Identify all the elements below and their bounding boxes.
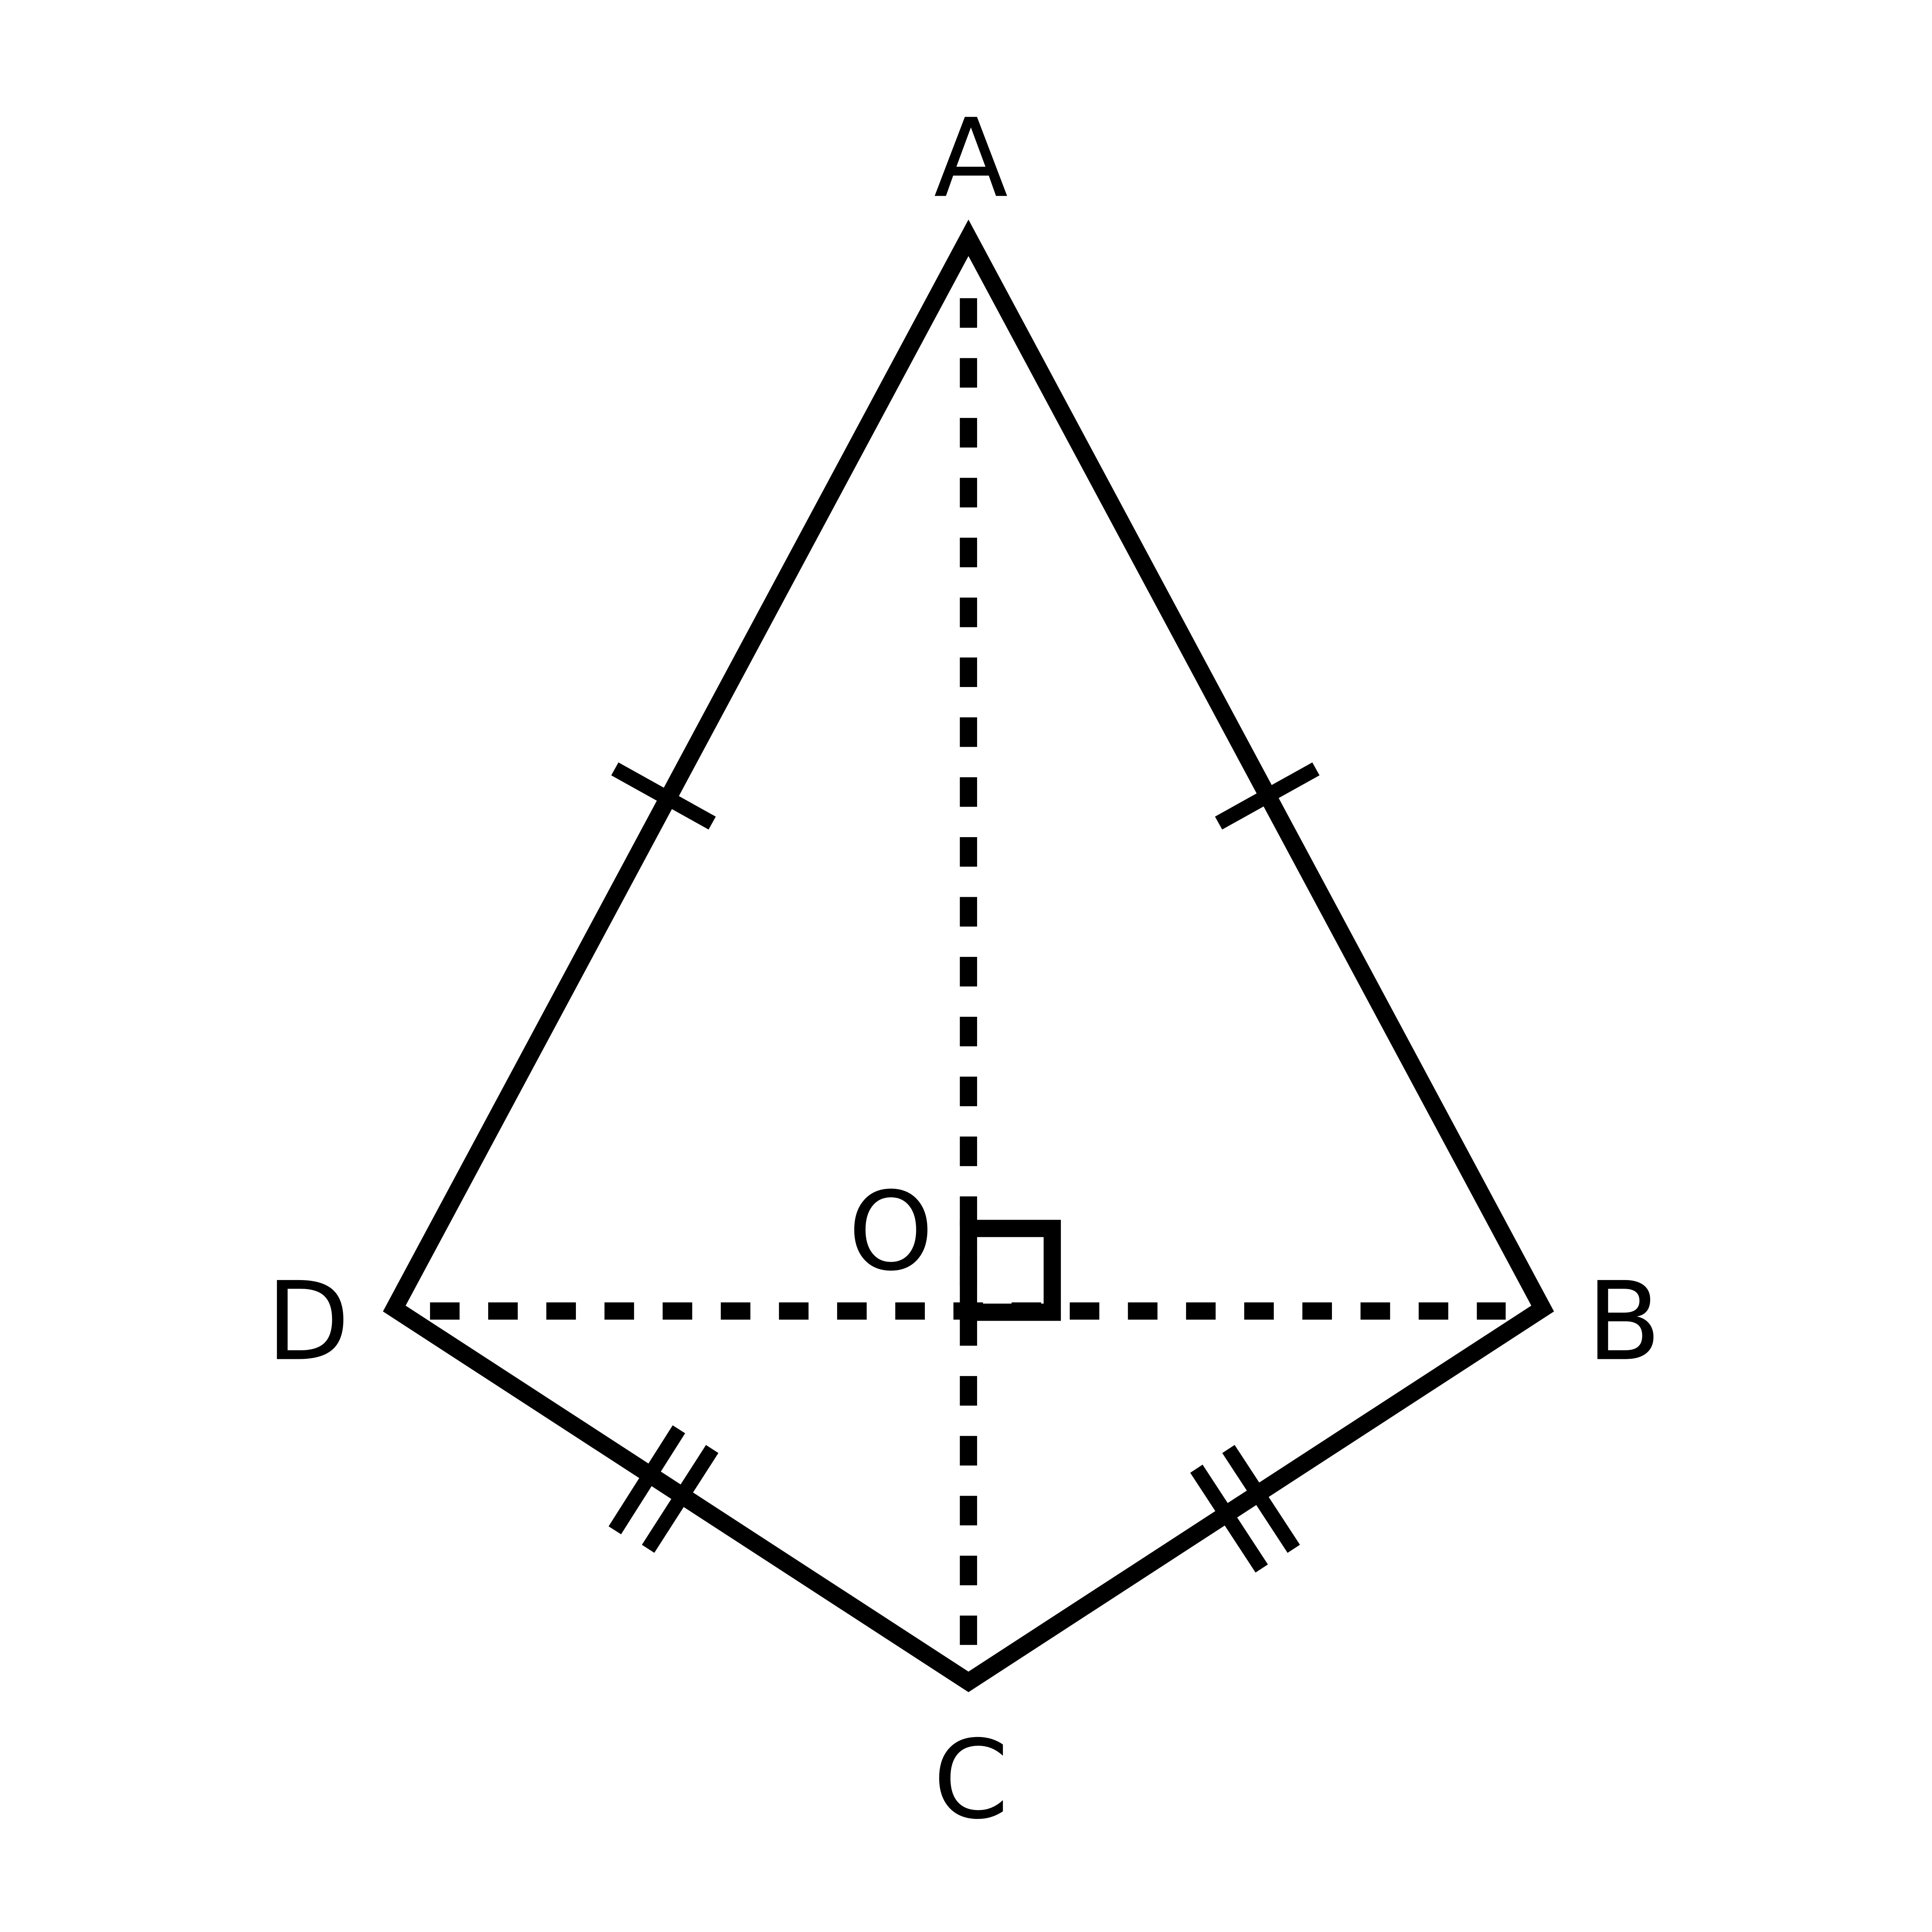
tick-mark-bc-1 xyxy=(1222,1445,1300,1553)
tick-mark-ad xyxy=(611,762,716,830)
tick-mark-ab xyxy=(1215,762,1320,830)
vertex-label-a: A xyxy=(934,95,1008,221)
vertex-label-d: D xyxy=(266,1259,350,1385)
vertex-label-b: B xyxy=(1587,1259,1661,1385)
kite-outline xyxy=(383,220,1554,1692)
tick-mark-dc-2 xyxy=(642,1445,719,1553)
vertex-label-c: C xyxy=(933,1717,1009,1843)
tick-mark-dc-1 xyxy=(608,1425,685,1534)
tick-mark-bc-2 xyxy=(1190,1464,1268,1573)
right-angle-marker xyxy=(960,1220,1061,1321)
center-label-o: O xyxy=(848,1169,933,1295)
